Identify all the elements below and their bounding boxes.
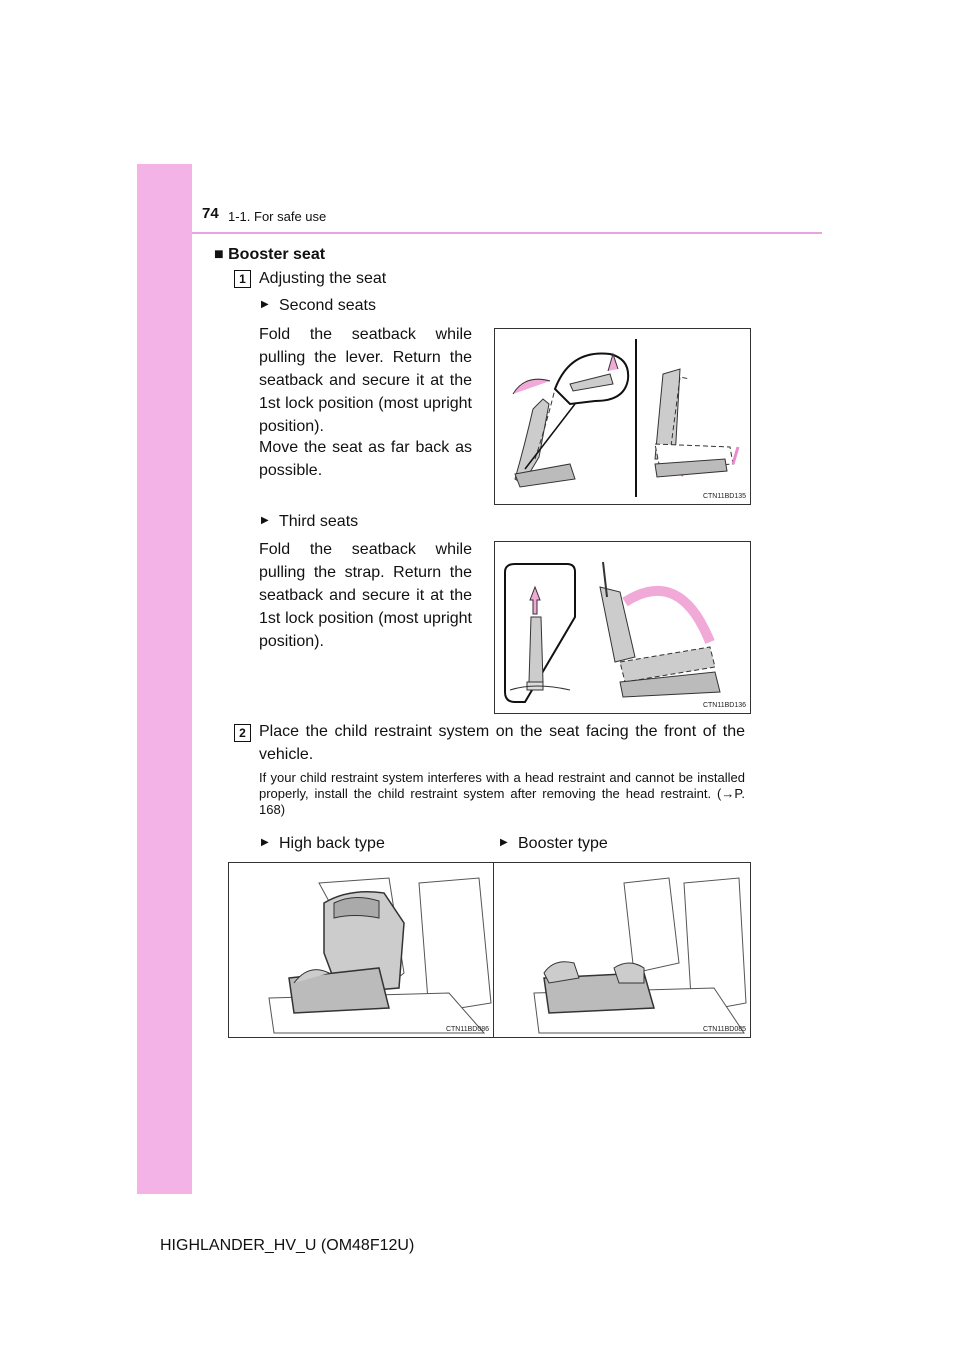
figure-code-086: CTN11BD086: [445, 1026, 489, 1033]
section-heading: ■ Booster seat: [214, 243, 325, 266]
second-seats-para1: Fold the seatback while pulling the leve…: [259, 326, 472, 435]
booster-seat-illustration: [533, 877, 747, 1034]
header-rule: [192, 232, 822, 234]
second-seats-figure: CTN11BD135: [494, 328, 751, 505]
second-seats-title: Second seats: [279, 297, 376, 314]
third-seats-para1: Fold the seatback while pulling the stra…: [259, 541, 472, 650]
figure-code-135: CTN11BD135: [702, 493, 746, 500]
step-2-text: Place the child restraint system on the …: [259, 723, 745, 763]
heading-square-icon: ■: [214, 246, 224, 263]
heading-title: Booster seat: [228, 246, 326, 263]
booster-figure: CTN11BD085: [493, 862, 751, 1038]
figure-code-085: CTN11BD085: [702, 1026, 746, 1033]
high-back-seat-illustration: [268, 877, 492, 1034]
arrow-right-icon: ▶: [261, 299, 269, 310]
section-tab-band: [137, 164, 192, 1194]
booster-title: Booster type: [518, 835, 608, 852]
arrow-right-icon: ▶: [261, 515, 269, 526]
second-seat-illustration: [512, 339, 740, 497]
figure-code-136: CTN11BD136: [702, 702, 746, 709]
step-1-text: Adjusting the seat: [259, 270, 387, 287]
high-back-title: High back type: [279, 835, 385, 852]
third-seats-figure: CTN11BD136: [494, 541, 751, 714]
page-number: 74: [202, 205, 219, 222]
step-2-badge: 2: [234, 724, 251, 742]
arrow-right-icon: ▶: [261, 837, 269, 848]
third-seat-illustration: [504, 561, 721, 703]
footer-model-code: HIGHLANDER_HV_U (OM48F12U): [160, 1237, 415, 1254]
arrow-right-icon: ▶: [500, 837, 508, 848]
third-seats-title: Third seats: [279, 513, 359, 530]
second-seats-para2: Move the seat as far back as possible.: [259, 439, 472, 479]
step-1-badge: 1: [234, 270, 251, 288]
running-header: 1-1. For safe use: [228, 209, 327, 224]
step-2-note: If your child restraint system interfere…: [259, 770, 745, 817]
high-back-figure: CTN11BD086: [228, 862, 494, 1038]
